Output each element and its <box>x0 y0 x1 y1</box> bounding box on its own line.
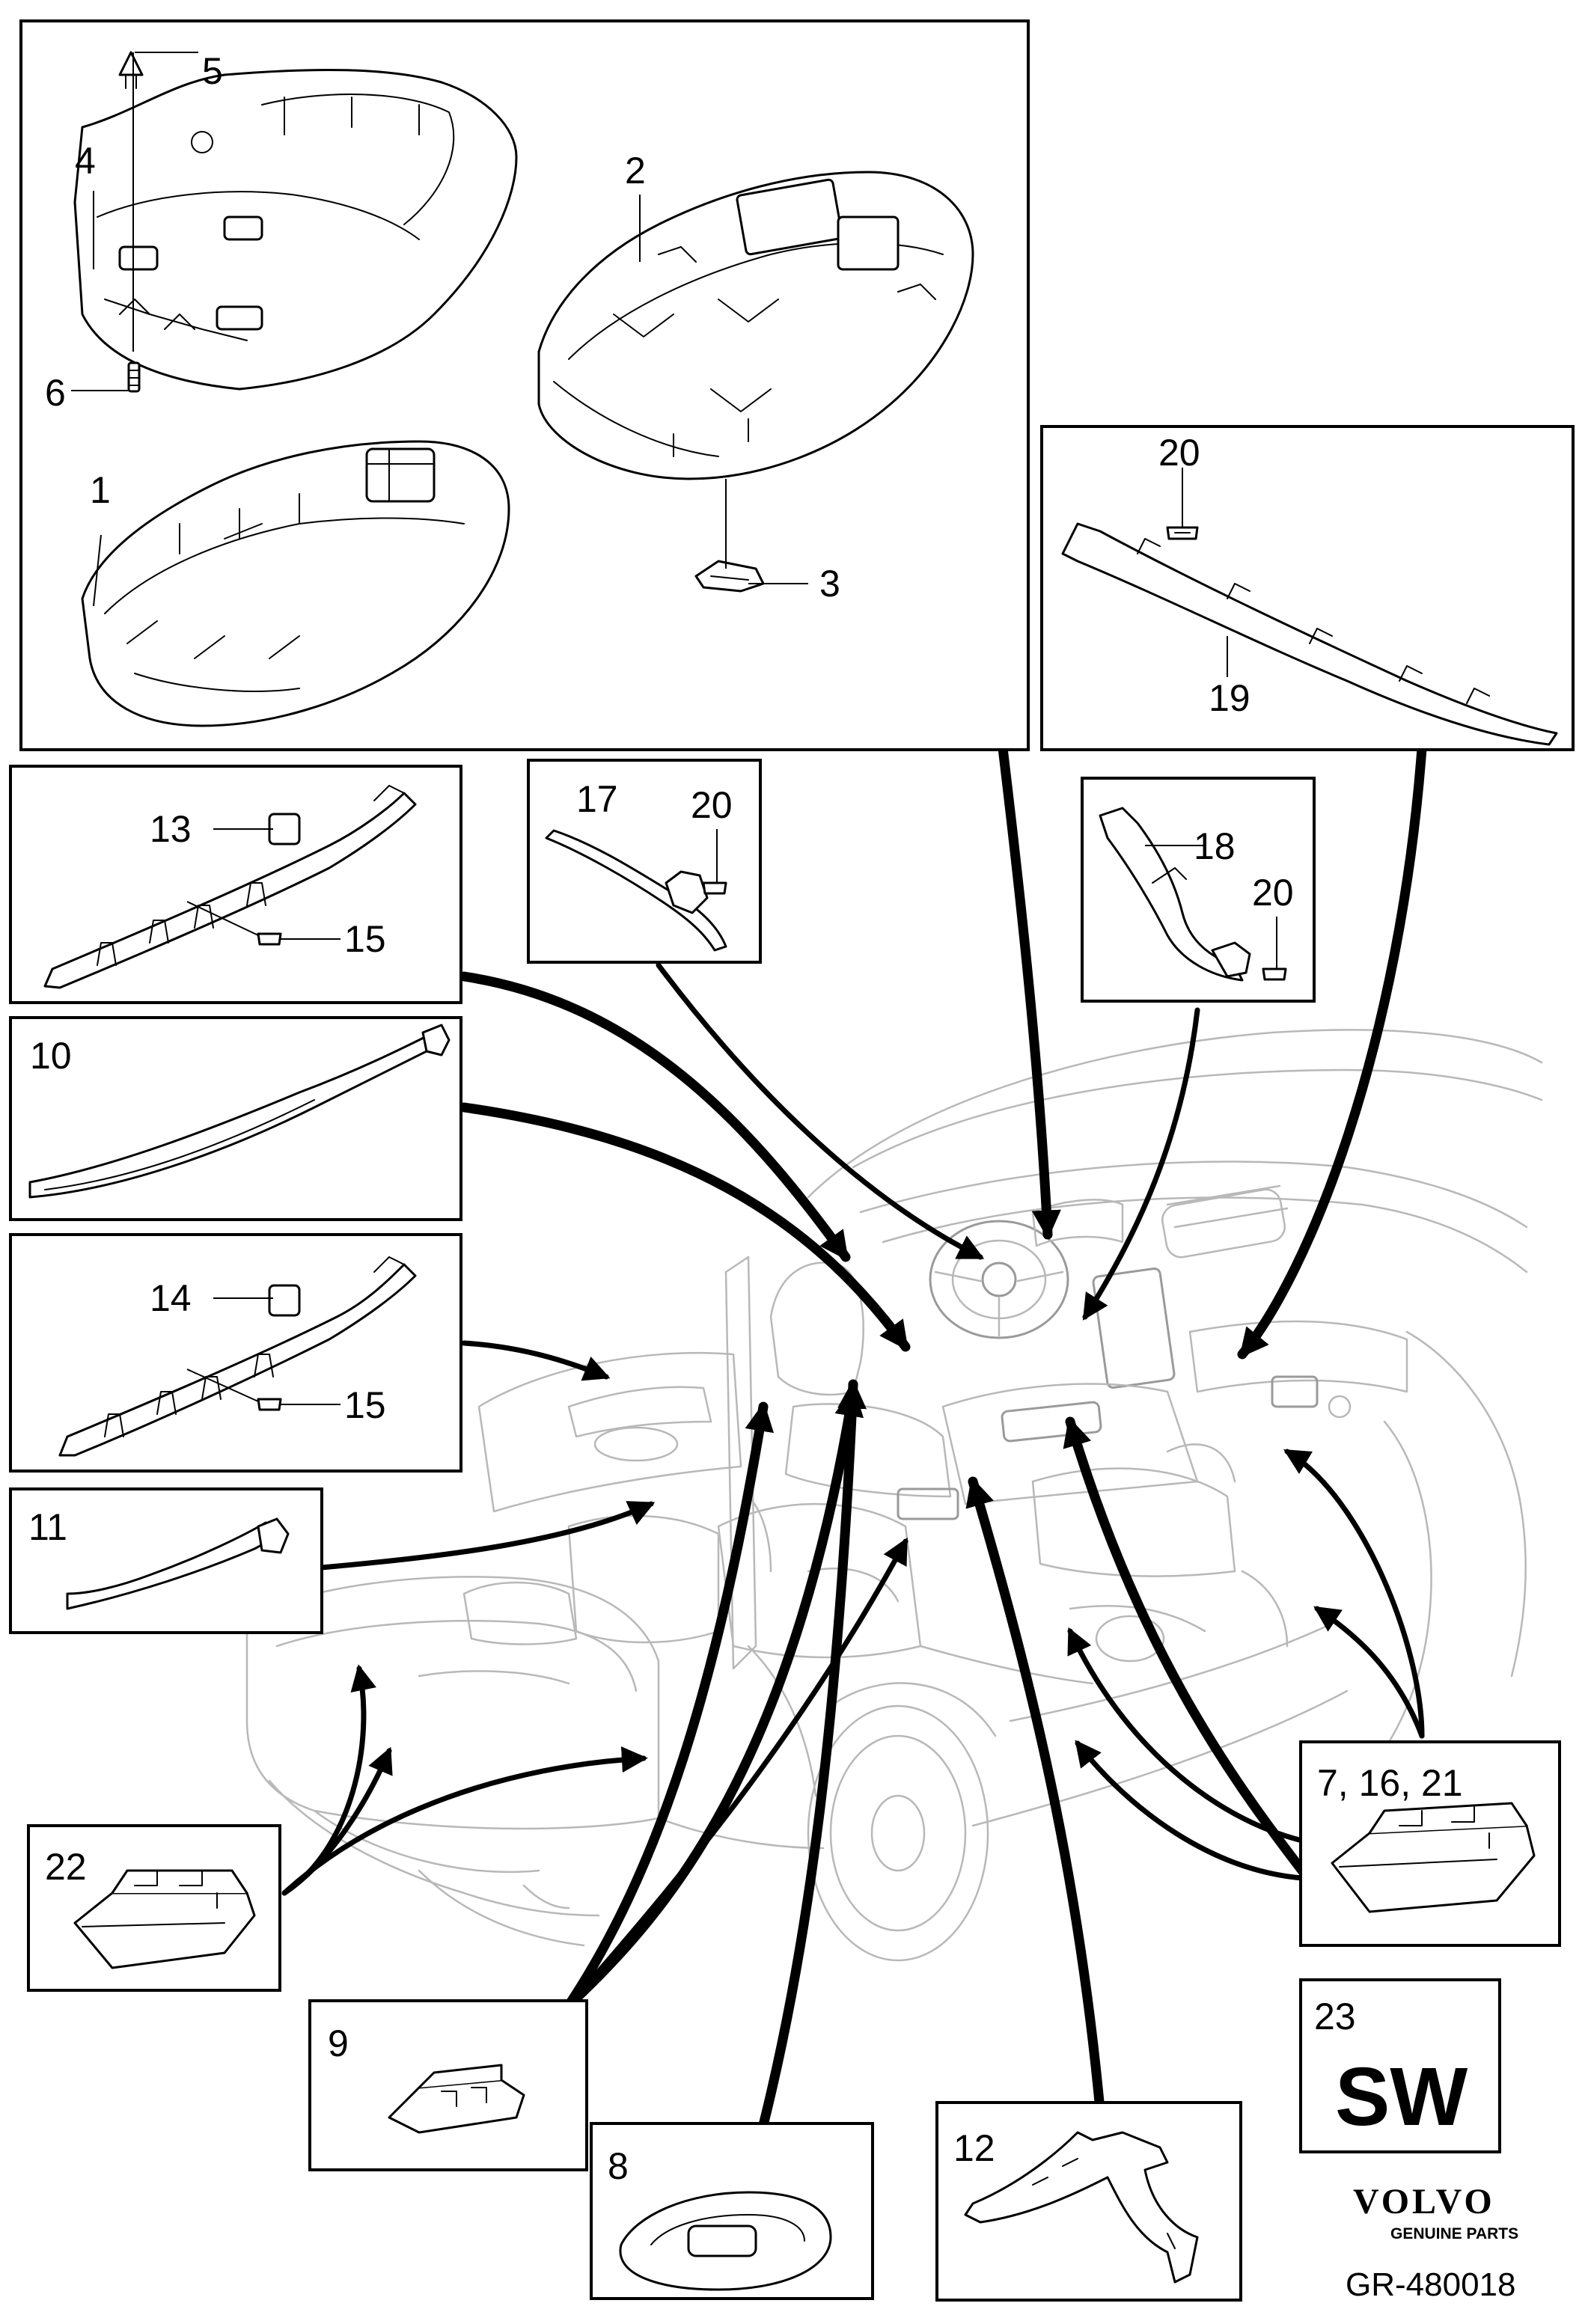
part-18-cable-bracket <box>1099 807 1251 982</box>
label-part-5: 5 <box>202 50 223 92</box>
part-17-light-strip <box>545 829 727 952</box>
roof-console-assembly-box: 5 4 6 1 2 3 <box>19 19 1030 751</box>
part-1-console-base <box>81 440 510 727</box>
label-part-20a: 20 <box>1158 432 1200 474</box>
part-2-lamp-housing <box>537 171 974 480</box>
label-part-20c: 20 <box>1252 872 1294 914</box>
part-6-screw <box>127 361 141 393</box>
part-10-box: 10 <box>9 1016 462 1221</box>
part-17-box: 17 20 <box>527 759 762 964</box>
part-12-box: 12 <box>935 2101 1242 2302</box>
part-22-box: 22 <box>27 1824 281 1992</box>
part-11-box: 11 <box>9 1487 323 1634</box>
part-5-clip <box>118 51 144 89</box>
callout-lines <box>281 743 1427 2130</box>
label-part-19: 19 <box>1209 677 1250 719</box>
part-19-cable-strip <box>1061 522 1558 746</box>
part-22-lamp <box>73 1869 256 1969</box>
part-19-box: 20 19 <box>1040 425 1575 751</box>
label-part-7-16-21: 7, 16, 21 <box>1317 1762 1463 1804</box>
part-8-box: 8 <box>590 2122 874 2300</box>
label-part-18: 18 <box>1194 825 1236 867</box>
label-part-6: 6 <box>45 372 66 414</box>
part-9-lamp <box>388 2064 525 2134</box>
label-part-20b: 20 <box>691 784 733 826</box>
label-part-3: 3 <box>819 563 840 605</box>
part-15-screw-a <box>257 932 282 946</box>
label-part-22: 22 <box>45 1846 87 1888</box>
part-20-screw-a <box>1166 526 1199 540</box>
label-part-2: 2 <box>625 150 646 192</box>
part-4-cover <box>73 68 518 391</box>
software-badge: SW <box>1335 2051 1468 2143</box>
diagram-reference: GR-480018 <box>1346 2266 1515 2303</box>
label-part-9: 9 <box>328 2022 349 2064</box>
part-7-16-21-box: 7, 16, 21 <box>1299 1740 1561 1947</box>
part-8-mirror-lamp <box>619 2191 832 2291</box>
brand-block: VOLVO GENUINE PARTS GR-480018 <box>1346 2182 1518 2303</box>
label-part-15b: 15 <box>344 1384 386 1426</box>
part-15-screw-b <box>257 1398 282 1411</box>
part-10-light-strip <box>28 1024 451 1199</box>
label-part-12: 12 <box>953 2127 995 2169</box>
part-7-16-21-lamp <box>1331 1802 1536 1913</box>
label-part-23: 23 <box>1314 1996 1356 2037</box>
label-part-17: 17 <box>576 778 618 820</box>
part-14-cable-strip <box>58 1256 417 1457</box>
part-14-box: 14 15 <box>9 1233 462 1473</box>
label-part-10: 10 <box>30 1035 72 1077</box>
label-part-14: 14 <box>150 1277 192 1319</box>
label-part-11: 11 <box>28 1506 67 1548</box>
part-12-cable-bracket <box>964 2131 1199 2284</box>
part-13-cable-strip <box>43 785 417 989</box>
part-20-screw-b <box>702 881 727 895</box>
label-part-4: 4 <box>75 140 96 182</box>
part-11-light-strip <box>66 1517 290 1610</box>
label-part-15a: 15 <box>344 918 386 960</box>
brand-tagline: GENUINE PARTS <box>1390 2225 1518 2242</box>
part-9-box: 9 <box>308 1999 588 2171</box>
part-20-screw-c <box>1262 967 1287 981</box>
part-13-box: 13 15 <box>9 765 462 1004</box>
label-part-13: 13 <box>150 808 192 850</box>
part-18-box: 18 20 <box>1081 777 1316 1003</box>
part-23-software-box: 23 SW <box>1299 1978 1501 2153</box>
label-part-8: 8 <box>608 2145 629 2187</box>
label-part-1: 1 <box>90 469 111 511</box>
brand-name: VOLVO <box>1353 2182 1495 2221</box>
